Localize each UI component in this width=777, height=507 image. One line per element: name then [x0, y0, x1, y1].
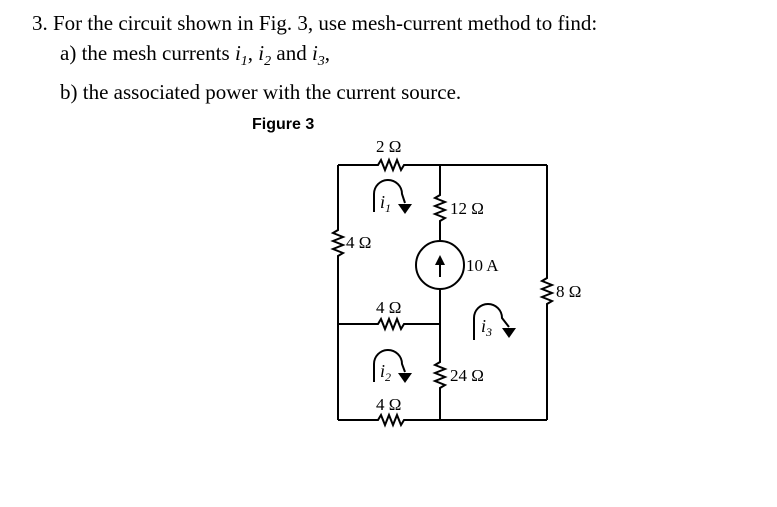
part-a-text: a) the mesh currents: [60, 41, 235, 65]
figure-label: Figure 3: [252, 116, 314, 133]
wire-mid-v-lower: [432, 289, 448, 420]
label-r-top: 2 Ω: [376, 137, 401, 156]
label-r-mid-h: 4 Ω: [376, 298, 401, 317]
problem-line-2: a) the mesh currents i1, i2 and i3,: [32, 38, 597, 77]
var-i3: i3: [311, 41, 325, 70]
wire-top: [338, 157, 547, 173]
separator-comma: ,: [247, 41, 259, 65]
problem-line-3: b) the associated power with the current…: [60, 80, 462, 105]
mesh-label-2: i2: [380, 361, 391, 384]
mesh-arrow-head-2: [398, 373, 412, 383]
wire-bottom: [338, 412, 547, 428]
source-arrow-head: [435, 255, 445, 265]
part-a-suffix: ,: [324, 41, 331, 65]
label-r-left: 4 Ω: [346, 233, 371, 252]
circuit-wires: [330, 157, 555, 428]
mesh-arrow-head-1: [398, 204, 412, 214]
separator-and: and: [271, 41, 312, 65]
wire-left: [330, 165, 346, 420]
var-i1: i1: [234, 41, 248, 70]
wire-right: [539, 165, 555, 420]
problem-line-1: 3. For the circuit shown in Fig. 3, use …: [32, 11, 598, 35]
label-r-24: 24 Ω: [450, 366, 484, 385]
wire-mid-v-top: [432, 165, 448, 240]
mesh-arc-2: [373, 349, 406, 382]
mesh-label-3: i3: [481, 316, 492, 339]
wire-mid-h: [338, 316, 440, 332]
arrow-heads: [398, 204, 516, 383]
mesh-arc-1: [373, 179, 406, 212]
label-r-12: 12 Ω: [450, 199, 484, 218]
label-source: 10 A: [466, 256, 499, 275]
label-r-right: 8 Ω: [556, 282, 581, 301]
mesh-label-1: i1: [380, 192, 391, 215]
mesh-arrow-head-3: [502, 328, 516, 338]
var-i2: i2: [258, 41, 272, 70]
label-r-bottom: 4 Ω: [376, 395, 401, 414]
problem-statement: 3. For the circuit shown in Fig. 3, use …: [32, 8, 597, 107]
mesh-arc-3: [473, 303, 510, 340]
